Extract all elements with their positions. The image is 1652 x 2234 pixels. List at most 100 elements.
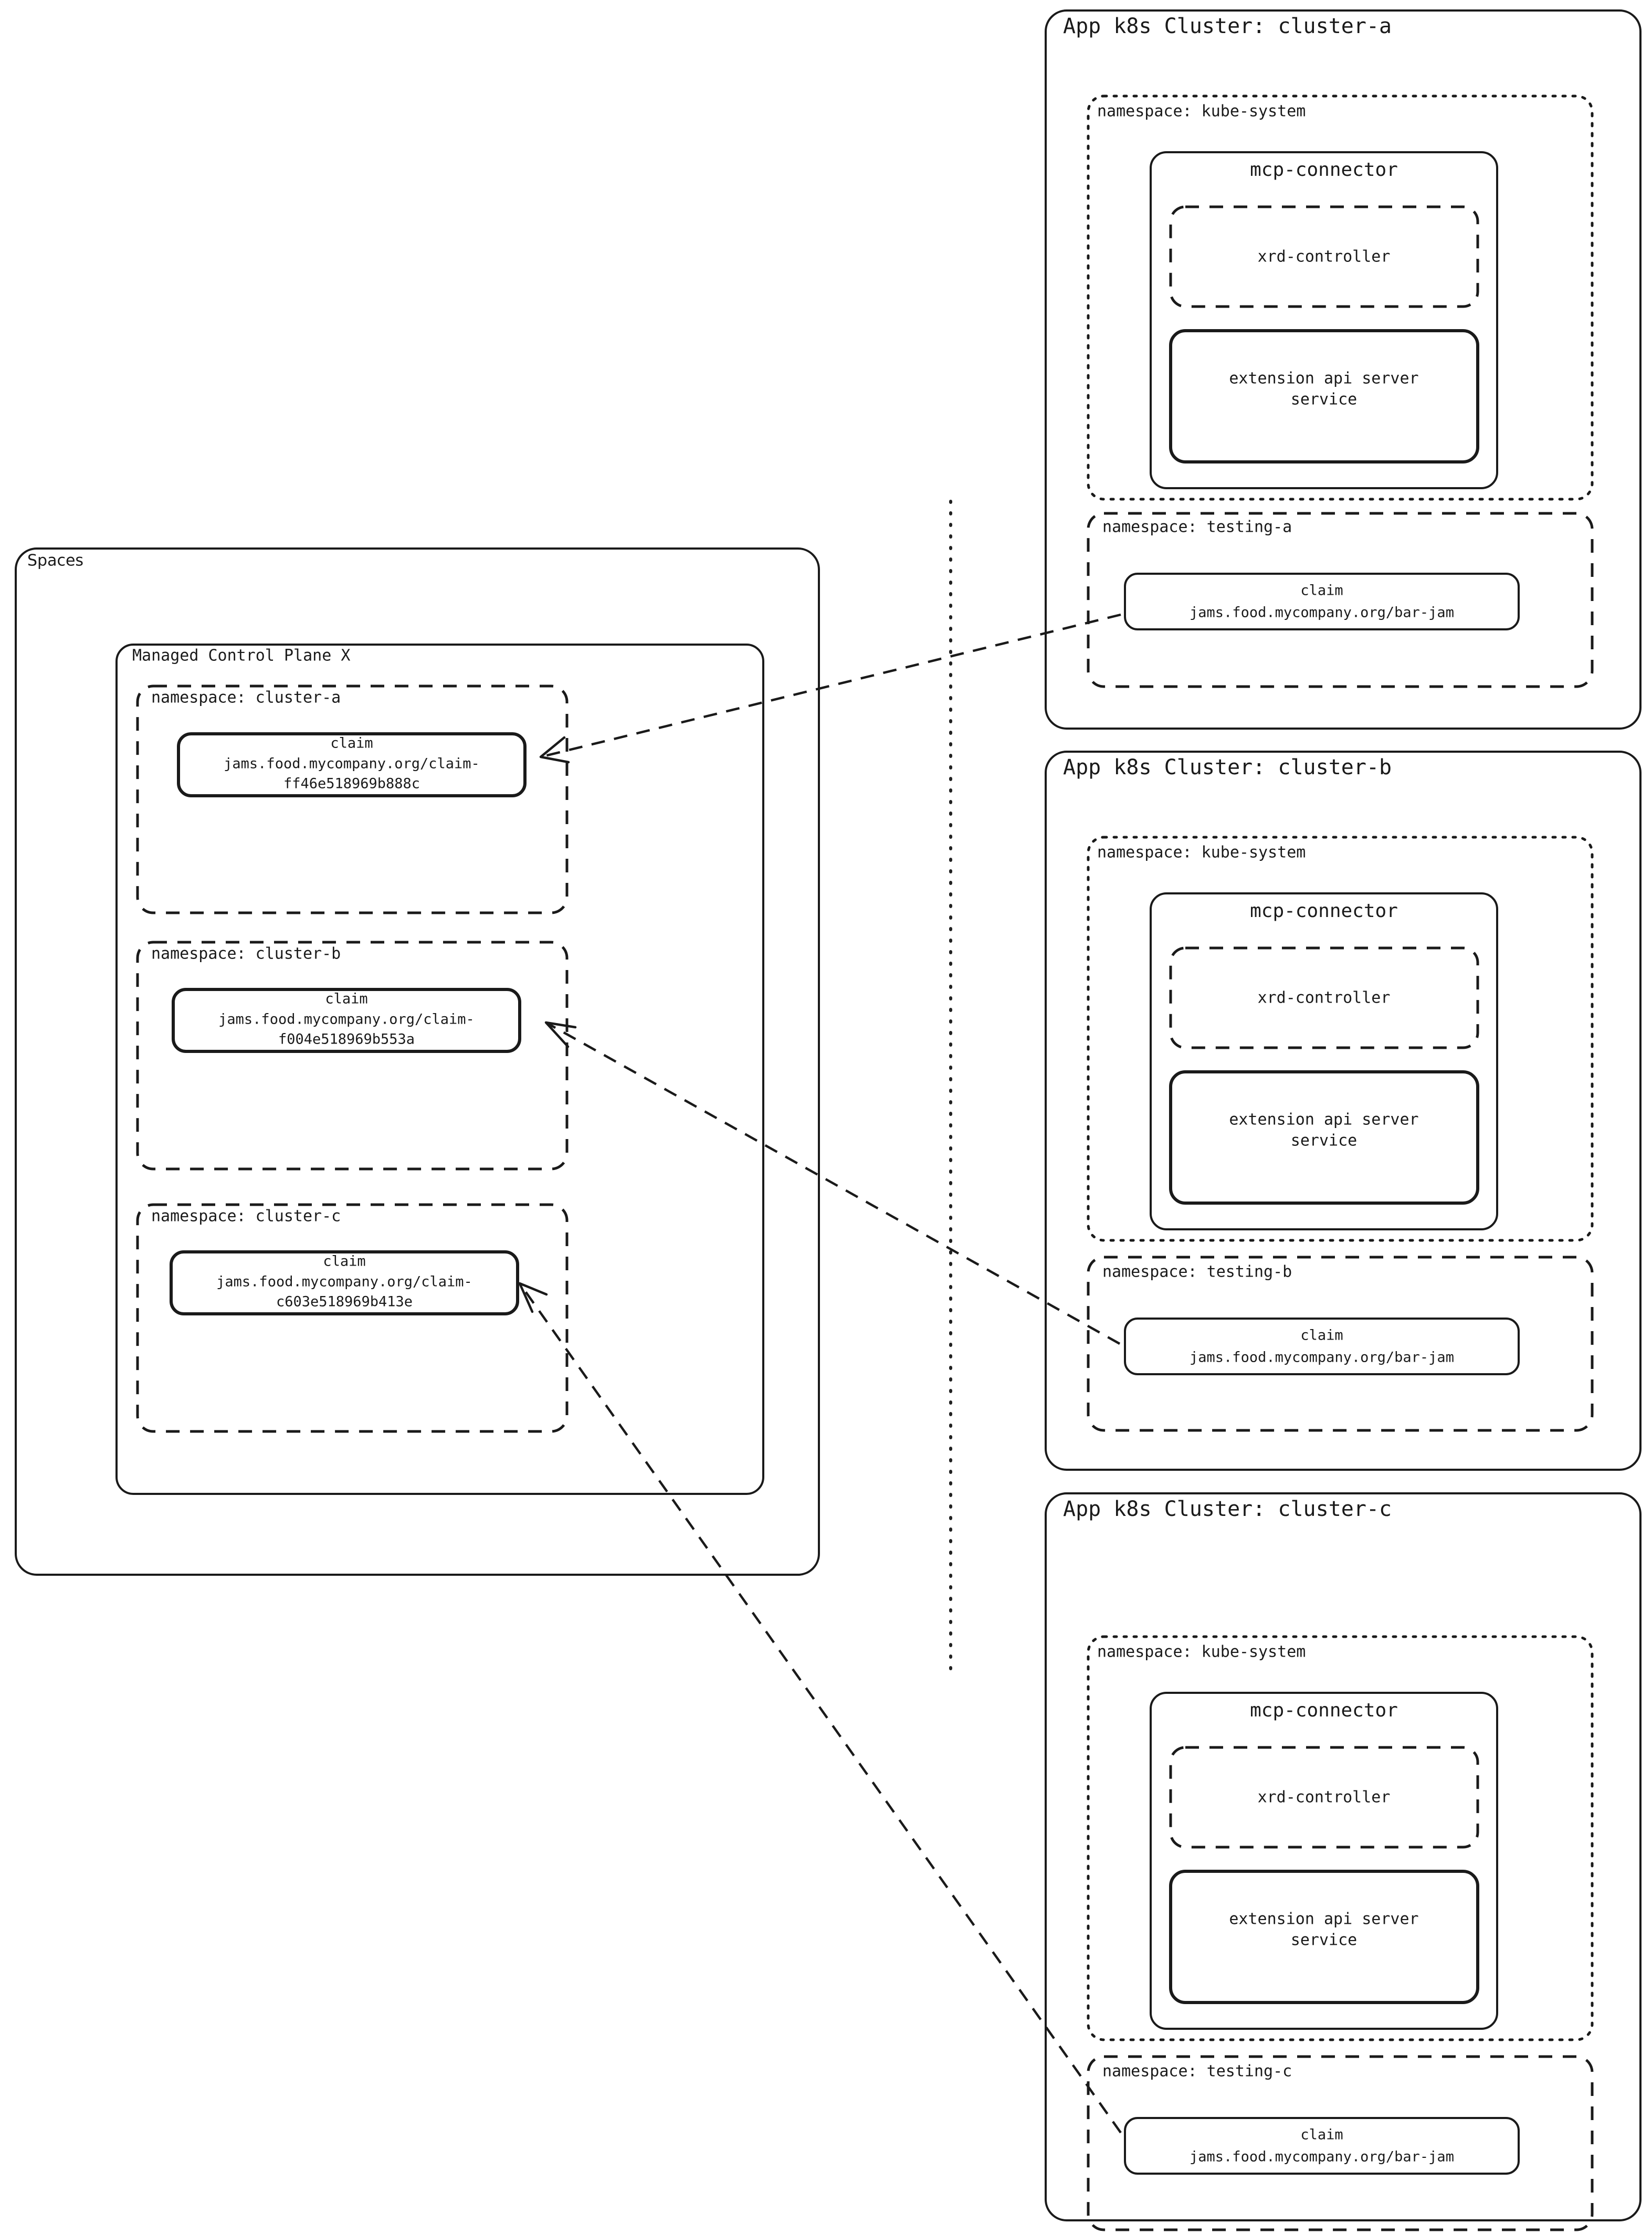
cluster-b-xrd-controller-label: xrd-controller: [1258, 989, 1391, 1007]
claim-box-cluster-b-border: [172, 988, 521, 1053]
cluster-b-extension-api-server-border: [1169, 1070, 1479, 1205]
cluster-c-testing-claim-ref: jams.food.mycompany.org/bar-jam: [1190, 2149, 1454, 2165]
cluster-c-testing-border: [1087, 2055, 1594, 2231]
cluster-c-api-label-line2: service: [1291, 1931, 1357, 1950]
claim-box-cluster-b[interactable]: claim jams.food.mycompany.org/claim- f00…: [172, 988, 521, 1053]
claim-box-cluster-a[interactable]: claim jams.food.mycompany.org/claim- ff4…: [177, 732, 527, 797]
cluster-c-testing-claim[interactable]: claim jams.food.mycompany.org/bar-jam: [1124, 2117, 1520, 2175]
cluster-a-testing-claim-kind: claim: [1300, 583, 1343, 599]
cluster-a-border: [1045, 9, 1642, 730]
cluster-b-border: [1045, 751, 1642, 1471]
cluster-panel-b: App k8s Cluster: cluster-b namespace: ku…: [1045, 751, 1642, 1471]
cluster-panel-c: App k8s Cluster: cluster-c namespace: ku…: [1045, 1492, 1642, 2231]
cluster-c-mcp-connector: mcp-connector xrd-controller extension a…: [1150, 1692, 1498, 2030]
connector-c: [518, 1282, 1122, 2134]
namespace-cluster-c: namespace: cluster-c claim jams.food.myc…: [136, 1203, 569, 1433]
cluster-a-mcp-connector-border: [1150, 151, 1498, 489]
cluster-c-testing-namespace: namespace: testing-c claim jams.food.myc…: [1087, 2055, 1594, 2231]
cluster-b-testing-claim-ref: jams.food.mycompany.org/bar-jam: [1190, 1350, 1454, 1366]
namespace-cluster-a: namespace: cluster-a claim jams.food.myc…: [136, 684, 569, 914]
namespace-cluster-c-label: namespace: cluster-c: [151, 1207, 341, 1226]
namespace-cluster-b: namespace: cluster-b claim jams.food.myc…: [136, 941, 569, 1171]
cluster-c-kube-system-label: namespace: kube-system: [1097, 1643, 1306, 1661]
cluster-c-xrd-controller-label: xrd-controller: [1258, 1788, 1391, 1807]
spaces-panel: Spaces Managed Control Plane X namespace…: [15, 547, 820, 1576]
namespace-cluster-c-border: [136, 1203, 569, 1433]
claim-ref2-cluster-a: ff46e518969b888c: [283, 776, 420, 792]
cluster-a-kube-system: namespace: kube-system mcp-connector xrd…: [1087, 94, 1594, 501]
cluster-c-mcp-connector-border: [1150, 1692, 1498, 2030]
claim-kind-cluster-b: claim: [325, 991, 367, 1007]
connector-a: [539, 613, 1121, 764]
cluster-a-extension-api-server[interactable]: extension api server service: [1169, 329, 1479, 463]
control-plane-border: [115, 644, 764, 1495]
claim-ref1-cluster-a: jams.food.mycompany.org/claim-: [224, 756, 480, 772]
cluster-a-title: App k8s Cluster: cluster-a: [1063, 14, 1392, 38]
cluster-a-xrd-controller[interactable]: xrd-controller: [1169, 205, 1479, 308]
cluster-a-mcp-connector-title: mcp-connector: [1250, 159, 1398, 181]
cluster-a-xrd-controller-label: xrd-controller: [1258, 248, 1391, 266]
cluster-c-testing-claim-kind: claim: [1300, 2127, 1343, 2143]
cluster-c-api-label-line1: extension api server: [1229, 1910, 1418, 1929]
control-plane-title: Managed Control Plane X: [132, 647, 350, 665]
namespace-cluster-a-border: [136, 684, 569, 914]
claim-kind-cluster-c: claim: [323, 1253, 365, 1270]
cluster-b-testing-claim-kind: claim: [1300, 1327, 1343, 1344]
cluster-c-title: App k8s Cluster: cluster-c: [1063, 1497, 1392, 1521]
cluster-b-kube-system: namespace: kube-system mcp-connector xrd…: [1087, 836, 1594, 1242]
cluster-a-testing-claim[interactable]: claim jams.food.mycompany.org/bar-jam: [1124, 573, 1520, 630]
cluster-b-kube-system-border: [1087, 836, 1594, 1242]
claim-box-cluster-c-border: [170, 1250, 519, 1315]
cluster-a-kube-system-border: [1087, 94, 1594, 501]
cluster-b-kube-system-label: namespace: kube-system: [1097, 844, 1306, 862]
namespace-cluster-a-label: namespace: cluster-a: [151, 689, 341, 707]
connector-b: [544, 1021, 1121, 1345]
cluster-b-extension-api-server[interactable]: extension api server service: [1169, 1070, 1479, 1205]
claim-kind-cluster-a: claim: [330, 735, 373, 752]
cluster-c-extension-api-server[interactable]: extension api server service: [1169, 1870, 1479, 2004]
cluster-b-testing-label: namespace: testing-b: [1102, 1263, 1292, 1281]
cluster-c-xrd-controller[interactable]: xrd-controller: [1169, 1746, 1479, 1849]
cluster-c-kube-system-border: [1087, 1635, 1594, 2041]
cluster-a-testing-namespace: namespace: testing-a claim jams.food.myc…: [1087, 512, 1594, 688]
namespace-cluster-b-border: [136, 941, 569, 1171]
claim-ref2-cluster-b: f004e518969b553a: [278, 1031, 415, 1048]
cluster-a-xrd-controller-border: [1169, 205, 1479, 308]
cluster-b-xrd-controller[interactable]: xrd-controller: [1169, 946, 1479, 1049]
cluster-c-xrd-controller-border: [1169, 1746, 1479, 1849]
cluster-b-title: App k8s Cluster: cluster-b: [1063, 755, 1392, 779]
cluster-a-extension-api-server-border: [1169, 329, 1479, 463]
cluster-b-xrd-controller-border: [1169, 946, 1479, 1049]
cluster-a-kube-system-label: namespace: kube-system: [1097, 102, 1306, 121]
spaces-panel-border: [15, 547, 820, 1576]
cluster-c-kube-system: namespace: kube-system mcp-connector xrd…: [1087, 1635, 1594, 2041]
cluster-c-mcp-connector-title: mcp-connector: [1250, 1700, 1398, 1721]
cluster-a-testing-claim-ref: jams.food.mycompany.org/bar-jam: [1190, 605, 1454, 621]
cluster-b-testing-claim[interactable]: claim jams.food.mycompany.org/bar-jam: [1124, 1318, 1520, 1375]
claim-box-cluster-a-border: [177, 732, 527, 797]
managed-control-plane: Managed Control Plane X namespace: clust…: [115, 644, 764, 1495]
spaces-title: Spaces: [27, 552, 83, 570]
cluster-panel-a: App k8s Cluster: cluster-a namespace: ku…: [1045, 9, 1642, 730]
claim-ref1-cluster-c: jams.food.mycompany.org/claim-: [216, 1274, 472, 1290]
cluster-b-mcp-connector-border: [1150, 892, 1498, 1230]
cluster-a-testing-claim-border: [1124, 573, 1520, 630]
claim-box-cluster-c[interactable]: claim jams.food.mycompany.org/claim- c60…: [170, 1250, 519, 1315]
cluster-b-testing-border: [1087, 1256, 1594, 1432]
cluster-c-extension-api-server-border: [1169, 1870, 1479, 2004]
cluster-a-api-label-line2: service: [1291, 391, 1357, 409]
cluster-b-api-label-line2: service: [1291, 1132, 1357, 1150]
claim-ref1-cluster-b: jams.food.mycompany.org/claim-: [218, 1011, 475, 1028]
cluster-a-api-label-line1: extension api server: [1229, 370, 1418, 388]
cluster-c-testing-label: namespace: testing-c: [1102, 2062, 1292, 2081]
cluster-b-mcp-connector-title: mcp-connector: [1250, 900, 1398, 922]
cluster-b-testing-claim-border: [1124, 1318, 1520, 1375]
cluster-b-testing-namespace: namespace: testing-b claim jams.food.myc…: [1087, 1256, 1594, 1432]
claim-ref2-cluster-c: c603e518969b413e: [276, 1294, 413, 1310]
cluster-a-testing-border: [1087, 512, 1594, 688]
cluster-c-testing-claim-border: [1124, 2117, 1520, 2175]
cluster-b-mcp-connector: mcp-connector xrd-controller extension a…: [1150, 892, 1498, 1230]
cluster-a-testing-label: namespace: testing-a: [1102, 518, 1292, 536]
cluster-a-mcp-connector: mcp-connector xrd-controller extension a…: [1150, 151, 1498, 489]
